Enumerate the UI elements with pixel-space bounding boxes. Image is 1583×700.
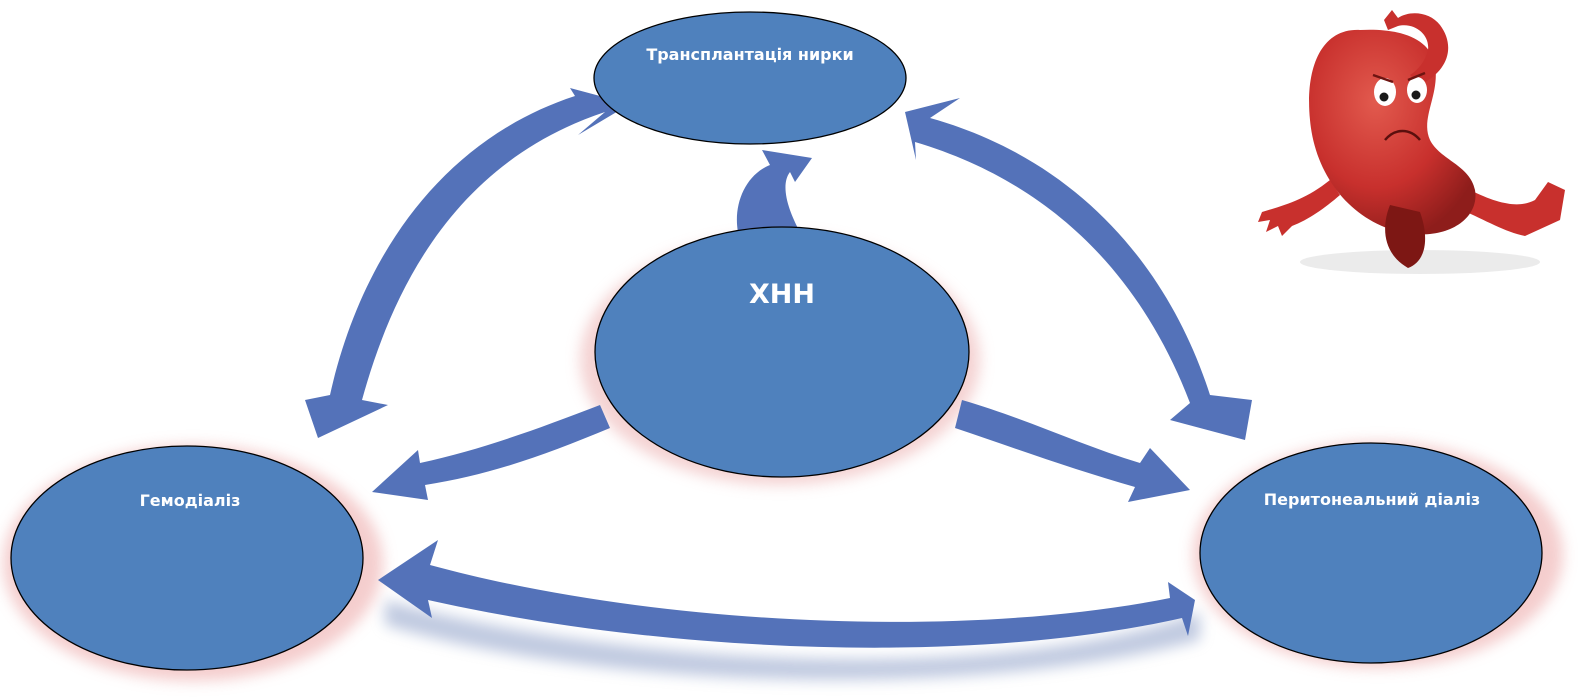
node-transplant-label: Трансплантація нирки [646, 45, 854, 64]
arrow-ckd-to-transplant [736, 150, 812, 232]
node-peritoneal [1199, 442, 1543, 664]
arrow-transplant-to-hemodialysis [305, 88, 630, 438]
node-hemodialysis-label: Гемодіаліз [139, 491, 241, 510]
arrows [305, 88, 1252, 648]
arrow-ckd-to-hemodialysis [372, 405, 610, 500]
arrow-hemodialysis-peritoneal [378, 540, 1195, 648]
node-ckd-label: ХНН [748, 279, 815, 310]
sad-kidney-mascot-icon [1258, 10, 1565, 274]
node-transplant [593, 11, 907, 145]
node-peritoneal-label: Перитонеальний діаліз [1263, 490, 1481, 509]
arrow-ckd-to-peritoneal [955, 400, 1190, 502]
arrow-transplant-to-peritoneal [905, 98, 1252, 440]
node-hemodialysis [10, 445, 364, 671]
arrow-shadows [385, 600, 1200, 680]
node-ckd [594, 226, 970, 478]
